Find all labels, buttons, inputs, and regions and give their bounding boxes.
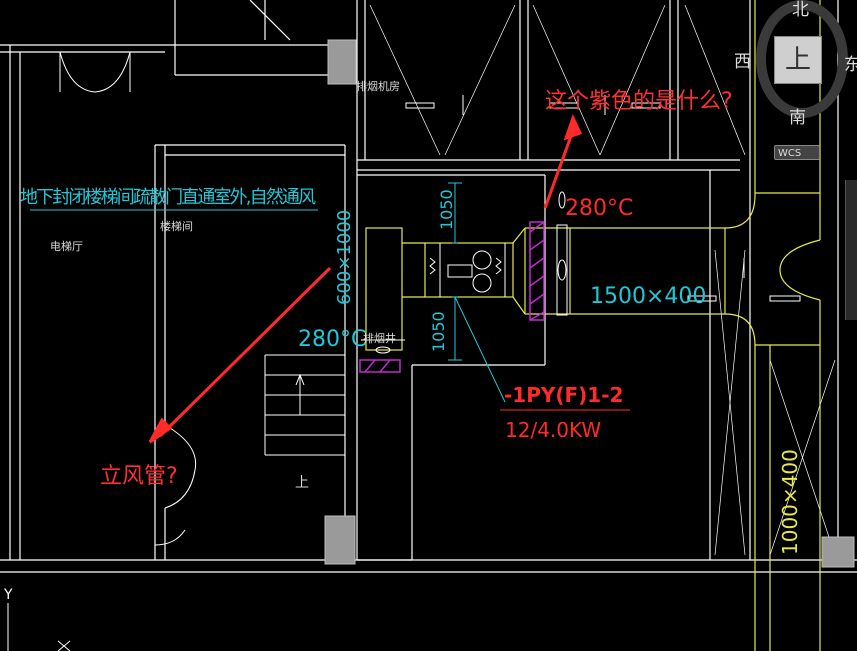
damper-blades	[361, 191, 568, 354]
temp-280-right: 280°C	[565, 196, 633, 221]
smoke-exhaust-fan	[429, 243, 506, 297]
wcs-menu[interactable]: WCS	[774, 145, 820, 160]
room-label-stair: 楼梯间	[160, 219, 193, 233]
stair-up-label: 上	[295, 475, 309, 491]
question-purple-item: 这个紫色的是什么?	[545, 89, 733, 114]
fan-spec: 12/4.0KW	[505, 418, 601, 442]
question-riser-duct: 立风管?	[100, 464, 178, 489]
architectural-walls	[0, 0, 857, 573]
ucs-icon	[7, 603, 71, 651]
duct-size-1500x400: 1500×400	[590, 284, 706, 309]
room-label-elevator-hall: 电梯厅	[50, 240, 83, 253]
small-markers	[405, 95, 801, 302]
annotation-arrows	[148, 114, 583, 444]
viewcube[interactable]: 北 西 东 南 上 WCS	[734, 0, 857, 160]
temp-280-left: 280°C	[298, 327, 366, 352]
viewcube-south[interactable]: 南	[789, 108, 806, 128]
navigation-bar[interactable]	[845, 180, 857, 320]
viewcube-east[interactable]: 东	[844, 55, 857, 75]
supply-ductwork	[365, 0, 821, 651]
duct-size-600x1000: 600×1000	[334, 210, 355, 305]
duct-size-1000x400: 1000×400	[778, 449, 802, 555]
note-natural-ventilation: 地下封闭楼梯间疏散门直通室外,自然通风	[20, 187, 316, 208]
stair-treads	[264, 354, 345, 456]
viewcube-west[interactable]: 西	[734, 52, 751, 72]
shaft-label: 排烟井	[363, 331, 396, 345]
viewcube-top-face[interactable]: 上	[774, 36, 822, 84]
door-swings	[59, 51, 197, 546]
viewcube-compass-ring[interactable]	[756, 0, 848, 118]
dim-1050-bottom: 1050	[429, 311, 448, 352]
ucs-y-label: Y	[3, 587, 13, 603]
fan-tag: -1PY(F)1-2	[504, 383, 623, 407]
viewcube-north[interactable]: 北	[792, 0, 809, 20]
dim-1050-top: 1050	[437, 189, 456, 230]
dimension-lines	[30, 182, 506, 403]
room-label-smoke-fan-room: 排烟机房	[356, 79, 400, 93]
floor-hatch-lines	[369, 4, 836, 556]
fire-damper-purple	[359, 221, 545, 373]
